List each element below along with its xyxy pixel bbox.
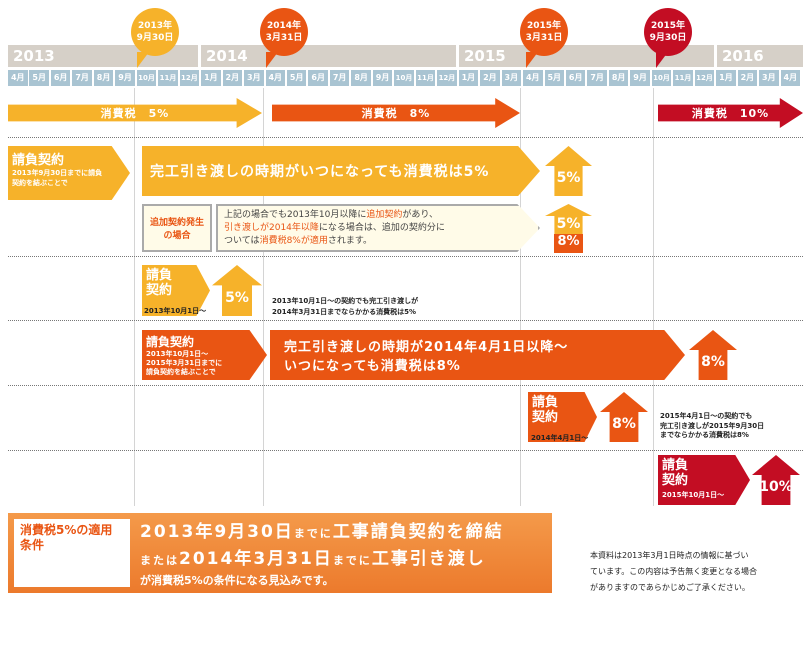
row2-rate-arrow: 5%	[212, 265, 262, 316]
month-cell: 8月	[93, 70, 114, 86]
month-cell: 4月	[265, 70, 286, 86]
month-cell: 3月	[501, 70, 522, 86]
month-cell: 5月	[29, 70, 49, 86]
month-cell: 1月	[716, 70, 736, 86]
month-cell: 12月	[694, 70, 715, 86]
bubble-tail	[656, 52, 668, 68]
month-cell: 2月	[737, 70, 758, 86]
row5-rate-arrow: 10%	[752, 455, 800, 505]
year-2015: 2015	[459, 45, 714, 67]
row2-date: 2013年10月1日～	[144, 307, 207, 315]
month-cell: 1月	[201, 70, 221, 86]
row1-rate-arrow-5: 5%	[545, 204, 592, 234]
disclaimer: 本資料は2013年3月1日時点の情報に基づいています。この内容は予告無く変更とな…	[590, 551, 757, 592]
row3-main-bar: 完工引き渡しの時期が2014年4月1日以降～いつになっても消費税は8%	[270, 330, 685, 380]
row1-rate-box-8: 8%	[554, 234, 583, 253]
month-cell: 11月	[415, 70, 436, 86]
bubble-tail	[526, 52, 538, 68]
tax-bar-8: 消費税 8%	[272, 98, 520, 128]
month-cell: 12月	[179, 70, 200, 86]
row1-main-bar: 完工引き渡しの時期がいつになっても消費税は5%	[142, 146, 540, 196]
divider-line	[263, 88, 264, 506]
divider-line	[134, 88, 135, 506]
month-cell: 3月	[759, 70, 779, 86]
row-separator	[8, 320, 803, 321]
row1-rate-arrow: 5%	[545, 146, 592, 196]
month-cell: 5月	[286, 70, 307, 86]
month-cell: 7月	[587, 70, 607, 86]
summary-text: 2013年9月30日までに工事請負契約を締結 または2014年3月31日までに工…	[140, 522, 504, 587]
month-cell: 6月	[565, 70, 586, 86]
month-cell: 6月	[308, 70, 328, 86]
month-cell: 8月	[608, 70, 629, 86]
row-separator	[8, 137, 803, 138]
month-cell: 10月	[651, 70, 672, 86]
month-cell: 5月	[544, 70, 564, 86]
year-2016: 2016	[717, 45, 803, 67]
row-separator	[8, 385, 803, 386]
row3-rate-arrow: 8%	[689, 330, 737, 380]
row1-contract-label: 請負契約 2013年9月30日までに請負契約を結ぶことで	[8, 146, 130, 200]
month-cell: 4月	[8, 70, 28, 86]
month-cell: 9月	[372, 70, 393, 86]
month-cell: 11月	[158, 70, 178, 86]
bubble-tail	[266, 52, 278, 68]
month-cell: 6月	[50, 70, 71, 86]
month-cell: 10月	[394, 70, 414, 86]
row4-note: 2015年4月1日～の契約でも完工引き渡しが2015年9月30日までならかかる消…	[660, 412, 765, 439]
summary-box: 消費税5%の適用条件 2013年9月30日までに工事請負契約を締結 または201…	[8, 513, 552, 593]
month-cell: 10月	[136, 70, 157, 86]
year-2014: 2014	[201, 45, 456, 67]
row4-contract-label: 請負契約	[528, 392, 597, 442]
month-cell: 9月	[630, 70, 650, 86]
month-cell: 9月	[115, 70, 135, 86]
month-cell: 4月	[523, 70, 543, 86]
tax-bar-10: 消費税 10%	[658, 98, 803, 128]
row-separator	[8, 256, 803, 257]
row3-contract-label: 請負契約 2013年10月1日～2015年3月31日までに請負契約を結ぶことで	[142, 330, 267, 380]
month-cell: 12月	[437, 70, 457, 86]
row4-date: 2014年4月1日～	[531, 434, 589, 442]
month-cell: 7月	[72, 70, 92, 86]
summary-label: 消費税5%の適用条件	[14, 519, 130, 587]
month-cell: 11月	[673, 70, 693, 86]
row-separator	[8, 450, 803, 451]
month-cell: 2月	[222, 70, 243, 86]
additional-contract-label: 追加契約発生の場合	[142, 204, 212, 252]
month-cell: 2月	[480, 70, 500, 86]
month-cell: 8月	[351, 70, 371, 86]
row2-contract-label: 請負契約	[142, 265, 210, 316]
month-cell: 4月	[780, 70, 801, 86]
bubble-tail	[137, 52, 149, 68]
row4-rate-arrow: 8%	[600, 392, 648, 442]
divider-line	[653, 88, 654, 506]
additional-contract-callout: 上記の場合でも2013年10月以降に追加契約があり、引き渡しが2014年以降にな…	[216, 204, 540, 252]
month-cell: 7月	[329, 70, 350, 86]
month-cell: 1月	[458, 70, 479, 86]
tax-bar-5: 消費税 5%	[8, 98, 262, 128]
divider-line	[520, 88, 521, 506]
month-cell: 3月	[244, 70, 264, 86]
